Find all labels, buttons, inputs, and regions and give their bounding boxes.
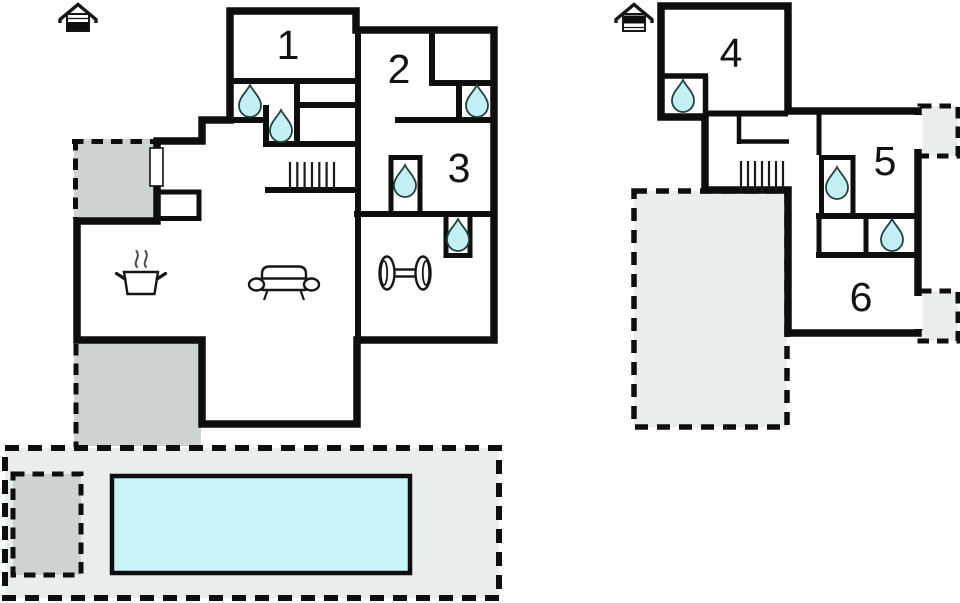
bathroom-box-walls (388, 155, 473, 258)
dumbbell-icon (378, 255, 432, 291)
water-drop-icon (238, 84, 262, 118)
water-drop-icon (269, 109, 293, 143)
patio-upper-left (74, 139, 155, 219)
room-4-label: 4 (720, 30, 743, 76)
house-level-icon-ground (58, 2, 98, 32)
patio-on-terrace-dashed-border (10, 471, 84, 578)
water-drop-icon (825, 166, 849, 200)
patio-upper-left-dashed-border (72, 139, 155, 219)
pool (109, 473, 413, 576)
water-drop-icon (393, 164, 417, 198)
ground-interior-walls (226, 28, 494, 340)
door-opening (913, 296, 923, 329)
room-1-label: 1 (277, 22, 300, 68)
house-level-icon-first (614, 2, 654, 32)
patio-lower-left (74, 343, 201, 446)
room-3-label: 3 (448, 145, 471, 191)
first-exterior-walls (657, 2, 922, 337)
entrance-niche (159, 189, 202, 221)
patio-on-terrace (13, 474, 81, 575)
water-drop-icon (671, 79, 695, 113)
first-bath4-walls (661, 73, 709, 117)
stairs-icon (288, 162, 336, 189)
water-drop-icon (880, 218, 904, 252)
water-drop-icon (446, 218, 470, 252)
water-drop-icon (465, 84, 489, 118)
stairs-icon (739, 161, 785, 191)
room-6-label: 6 (850, 274, 873, 320)
room-2-label: 2 (388, 46, 411, 92)
door-opening (913, 115, 923, 149)
first-closet-walls (736, 111, 789, 144)
stove-icon (114, 250, 168, 296)
first-floor-plan: 4 5 6 (614, 2, 960, 430)
sofa-icon (247, 265, 321, 301)
balcony-right-top (920, 106, 958, 156)
balcony-left (634, 191, 787, 427)
first-bath5-walls (816, 111, 869, 255)
ground-exterior-walls (73, 7, 498, 428)
balcony-right-bottom (920, 291, 958, 341)
window-marker (149, 147, 164, 187)
room-5-label: 5 (874, 138, 897, 184)
ground-floor-plan: 1 2 3 (2, 2, 502, 601)
balcony-right-bottom-dashed-border (917, 288, 960, 344)
balcony-right-top-dashed-border (917, 103, 960, 159)
